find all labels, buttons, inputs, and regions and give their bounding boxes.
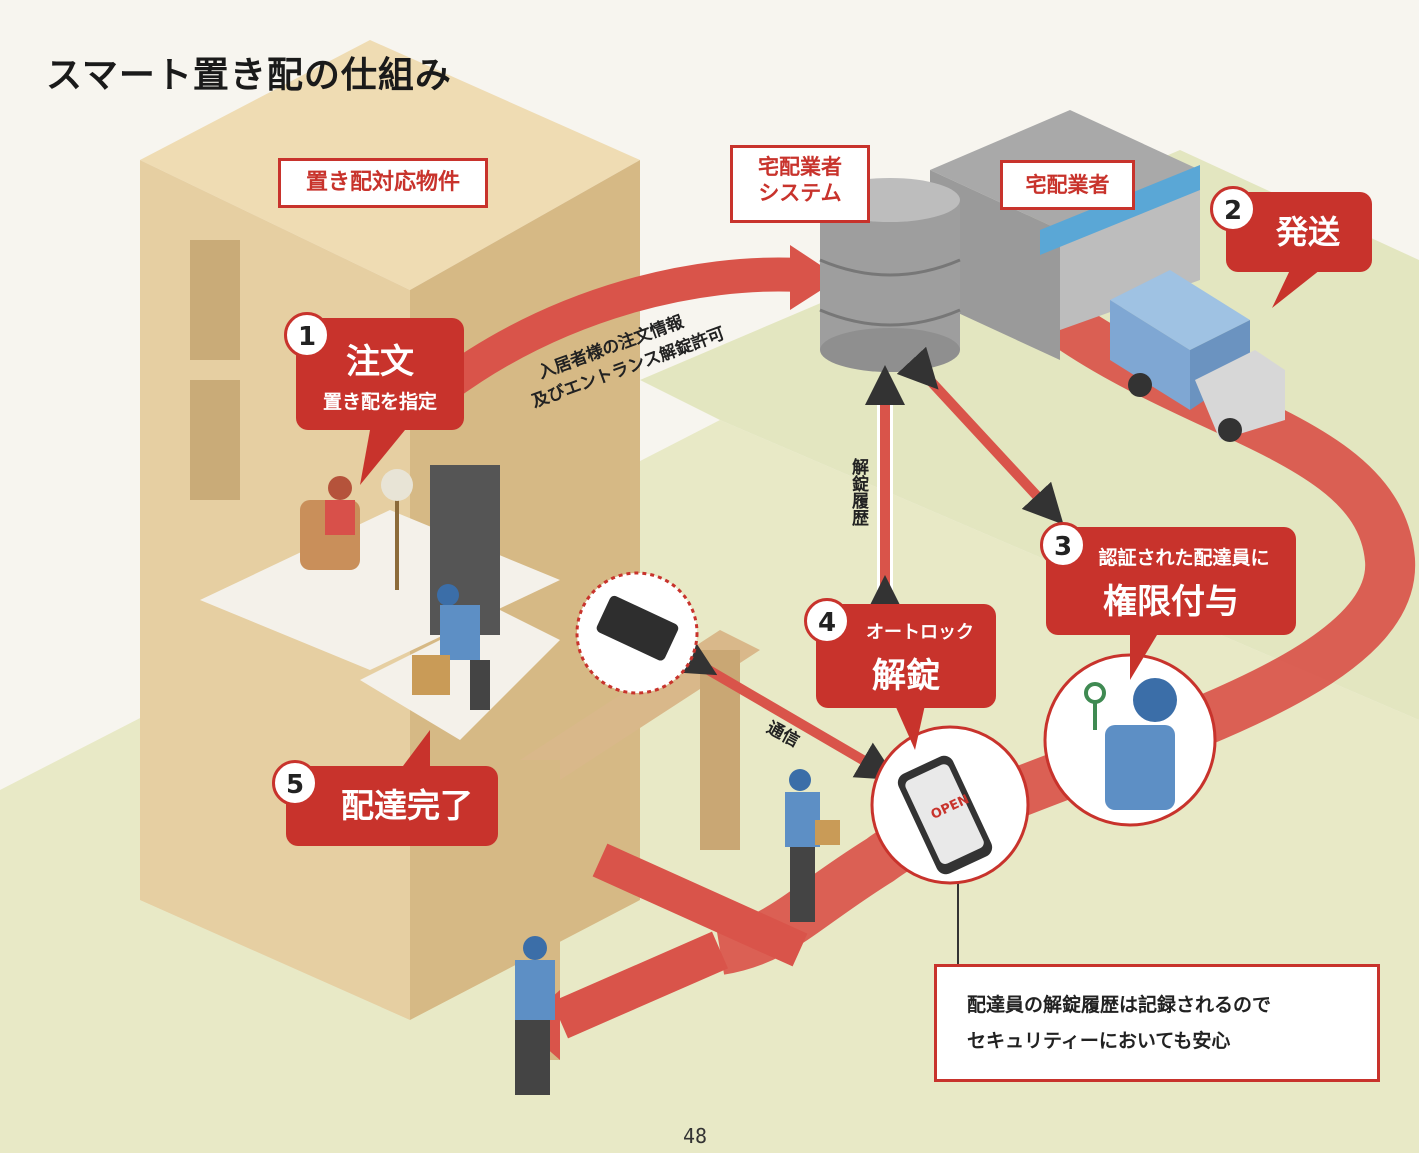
route-entry [592, 843, 808, 967]
step-3-sub: 認証された配達員に [1098, 547, 1270, 569]
step-4-title: 解錠 [872, 656, 940, 696]
step-1-bubble: 注文 置き配を指定 [296, 318, 464, 430]
unlock-history-label: 解錠履歴 [848, 458, 868, 526]
carrier-label-text: 宅配業者 [1025, 173, 1110, 197]
step-4-bubble: オートロック 解錠 [816, 604, 996, 708]
order-arrow [429, 257, 801, 404]
building-label: 置き配対応物件 [278, 158, 488, 208]
step-5-title: 配達完了 [341, 786, 473, 825]
security-note: 配達員の解錠履歴は記録されるので セキュリティーにおいても安心 [934, 964, 1380, 1082]
step-1-title: 注文 [346, 342, 414, 382]
step-5-bubble: 配達完了 [286, 766, 498, 846]
delivery-person-gate [785, 769, 840, 922]
building-label-text: 置き配対応物件 [305, 170, 460, 195]
bubble-tail-5 [400, 730, 430, 770]
security-note-line1: 配達員の解錠履歴は記録されるので [967, 994, 1272, 1016]
page-number: 48 [683, 1124, 708, 1148]
carrier-label: 宅配業者 [1000, 160, 1135, 210]
step-2-title: 発送 [1275, 213, 1340, 251]
step-2-number: 2 [1210, 186, 1256, 232]
step-4-sub: オートロック [866, 622, 974, 643]
step-1-number: 1 [284, 312, 330, 358]
delivery-route [715, 299, 1416, 975]
step-3-bubble: 認証された配達員に 権限付与 [1046, 527, 1296, 635]
step-4-number: 4 [804, 598, 850, 644]
authority-arrow [896, 346, 1064, 525]
system-label: 宅配業者 システム [730, 145, 870, 223]
step-3-number: 3 [1040, 522, 1086, 568]
step-1-sub: 置き配を指定 [322, 391, 437, 413]
page-title: スマート置き配の仕組み [46, 55, 452, 96]
resident-person [300, 469, 413, 590]
order-arrowhead [790, 245, 840, 310]
step-3-title: 権限付与 [1103, 582, 1239, 622]
bubble-tail-3 [1130, 630, 1160, 680]
truck-icon [1110, 270, 1285, 442]
step-5-number: 5 [272, 760, 318, 806]
delivery-person-entrance [412, 584, 490, 710]
bubble-tail-1 [360, 430, 405, 485]
security-note-line2: セキュリティーにおいても安心 [967, 1030, 1231, 1053]
bubble-tail-2 [1272, 270, 1320, 308]
communication-arrow [672, 637, 898, 781]
system-label-line2: システム [758, 181, 842, 206]
entrance-floor [360, 610, 560, 740]
system-label-line1: 宅配業者 [758, 155, 842, 179]
delivery-person-walking [515, 936, 555, 1095]
route-branch [551, 931, 729, 1039]
bubble-tail-4 [895, 705, 925, 750]
